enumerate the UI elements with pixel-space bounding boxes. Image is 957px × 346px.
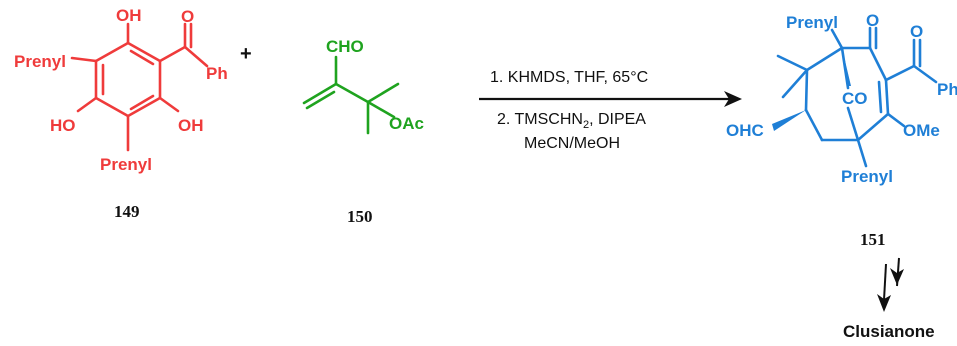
c150-cho: CHO [326,37,364,56]
plus-sign: + [240,43,252,65]
condition-step-2-a: 2. TMSCHN [497,111,583,128]
c151-ketone-o: O [866,11,879,30]
c149-carbonyl-o: O [181,7,194,26]
c151-ohc: OHC [726,121,764,140]
condition-step-2-sub: 2 [583,119,589,131]
c151-co-bridge: CO [842,89,868,108]
multistep-arrowhead-2 [890,268,904,285]
c149-oh-right: OH [178,116,204,135]
reaction-arrow [479,91,742,107]
compound-151-labels: Prenyl O O Ph CO OMe OHC Prenyl [726,11,957,186]
c151-ome: OMe [903,121,940,140]
c151-ph: Ph [937,80,957,99]
compound-149-labels: OH Prenyl HO OH Prenyl O Ph [14,6,228,174]
compound-149-number: 149 [114,202,140,221]
condition-step-2: 2. TMSCHN2, DIPEA [497,111,646,131]
condition-step-1: 1. KHMDS, THF, 65°C [490,69,648,86]
compound-149 [70,22,209,152]
condition-step-2-b: , DIPEA [589,111,646,128]
c149-prenyl-bottom: Prenyl [100,155,152,174]
c151-bridge-wedge [842,48,851,86]
c151-prenyl-bottom: Prenyl [841,167,893,186]
c150-oac: OAc [389,114,424,133]
compound-150 [302,55,400,135]
c149-ho-left: HO [50,116,76,135]
c151-prenyl-top: Prenyl [786,13,838,32]
compound-151 [776,26,938,168]
c149-prenyl-left: Prenyl [14,52,66,71]
c149-oh-top: OH [116,6,142,25]
compound-150-labels: CHO OAc [326,37,424,133]
c151-wedge-bond [772,110,806,131]
condition-step-3: MeCN/MeOH [524,135,620,152]
multistep-arrowhead-1 [877,294,891,312]
compound-151-number: 151 [860,230,886,249]
c149-ph: Ph [206,64,228,83]
c151-benzoyl-o: O [910,22,923,41]
final-product-name: Clusianone [843,322,935,341]
compound-150-number: 150 [347,207,373,226]
